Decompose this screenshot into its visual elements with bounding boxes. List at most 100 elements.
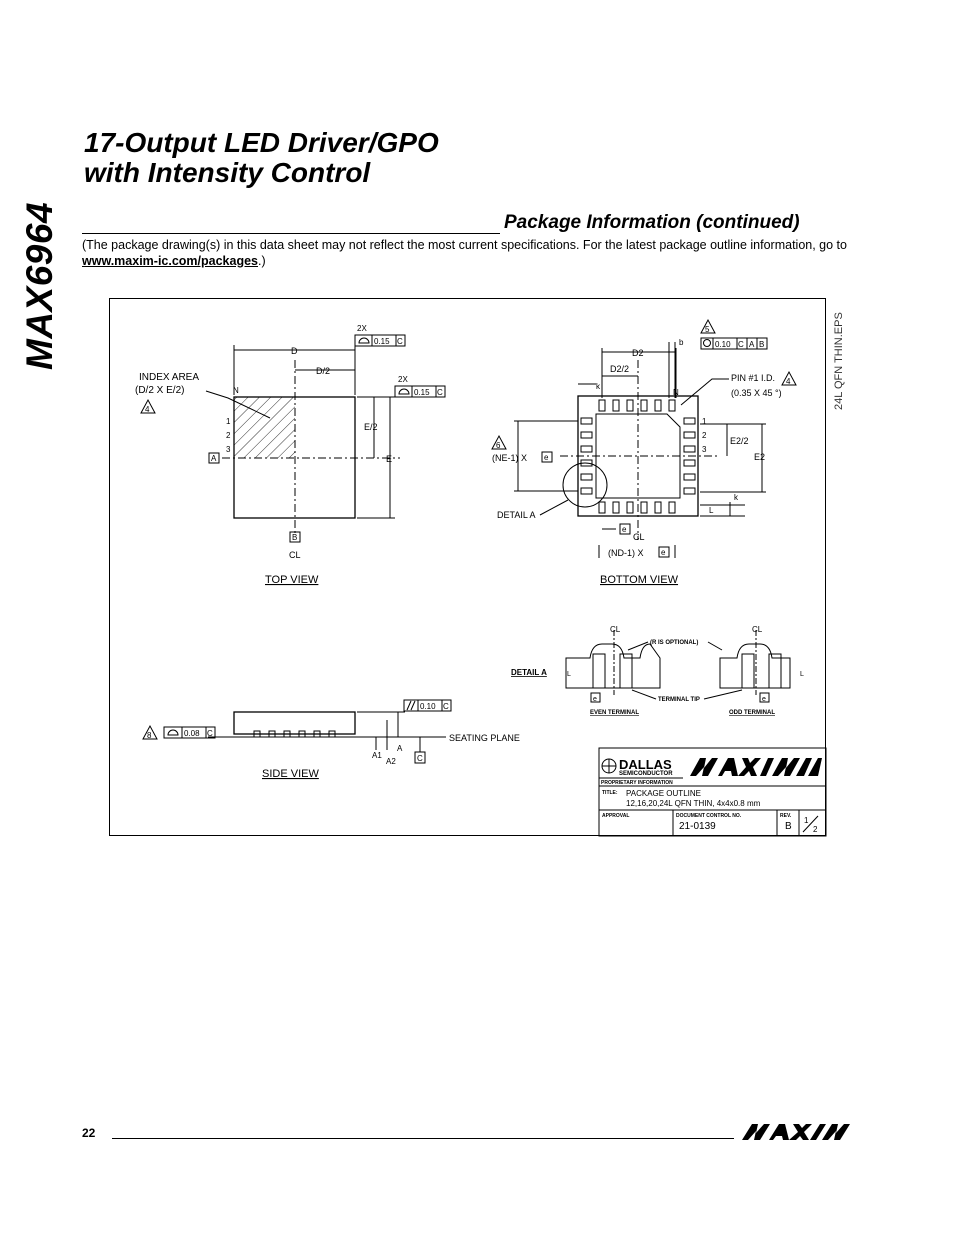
dim-e2-half: E2/2	[730, 436, 749, 446]
tol-2x-right: 2X	[398, 375, 408, 384]
index-area-label-1: INDEX AREA	[139, 372, 199, 383]
exposed-pad	[595, 413, 681, 499]
pads-right	[683, 417, 696, 495]
section-rule	[82, 233, 500, 234]
dim-d2: D/2	[316, 366, 330, 376]
index-area-hatch	[234, 397, 295, 458]
dim-d2-bottom: D2	[632, 348, 644, 358]
title-block-frame	[598, 747, 827, 837]
dim-d2-half: D2/2	[610, 364, 629, 374]
centerline-bottom: CL	[633, 532, 645, 542]
top-view: D D/2 E E/2 2X 0.15 C 2X 0.15 C INDEX AR…	[135, 324, 446, 586]
dim-k-top: k	[596, 382, 601, 391]
datum-a-box	[208, 452, 220, 464]
note-text-before: (The package drawing(s) in this data she…	[82, 238, 847, 252]
note-text-after: .)	[258, 253, 266, 268]
tol-a-bottom: A	[749, 340, 755, 349]
pin-3-top: 3	[226, 445, 231, 454]
dim-e: E	[386, 454, 392, 464]
dim-a: A	[397, 744, 403, 753]
drawing-side-label: 24L QFN THIN.EPS	[833, 312, 845, 410]
side-view-body	[233, 711, 356, 735]
proprietary-label: PROPRIETARY INFORMATION	[601, 780, 673, 786]
maxim-logo-icon	[690, 758, 822, 776]
dim-a1: A1	[372, 751, 382, 760]
sheet-number: 1	[804, 816, 809, 825]
even-terminal-shape	[565, 643, 661, 689]
tol-value-top: 0.15	[374, 337, 390, 346]
datum-b-box	[289, 531, 301, 543]
dim-l-bottom: L	[709, 506, 714, 515]
dim-e-even: e	[593, 696, 597, 703]
tol-c-bottom: C	[738, 340, 744, 349]
tol-value-bottom: 0.10	[715, 340, 731, 349]
tol-c-side-left: C	[207, 729, 213, 738]
dim-e-ne: e	[544, 453, 549, 462]
tol-2x-top: 2X	[357, 324, 367, 333]
company-name-2: SEMICONDUCTOR	[619, 771, 673, 777]
pin-2-bottom: 2	[702, 431, 707, 440]
side-view: 8 0.08 C 0.10 C A A1 A2 C SEATING PLANE …	[142, 699, 520, 780]
doc-label: DOCUMENT CONTROL NO.	[676, 813, 742, 819]
dim-k-right: k	[734, 493, 739, 502]
title-label: TITLE:	[602, 790, 618, 796]
title-line2: 12,16,20,24L QFN THIN, 4x4x0.8 mm	[626, 799, 761, 808]
tol-c-side-right: C	[443, 702, 449, 711]
pin-3-bottom: 3	[702, 445, 707, 454]
note-5: 5	[705, 325, 710, 334]
dim-e-nd: e	[661, 548, 666, 557]
page-number: 22	[82, 1126, 96, 1140]
index-area-label-2: (D/2 X E/2)	[135, 385, 184, 396]
tol-datum-top: C	[397, 337, 403, 346]
odd-terminal-label: ODD TERMINAL	[729, 710, 775, 716]
datum-c: C	[417, 754, 423, 763]
pin-id-label-1: PIN #1 I.D.	[731, 373, 775, 383]
rev-value: B	[785, 821, 792, 832]
dim-e-pitch: e	[622, 525, 627, 534]
approval-label: APPROVAL	[602, 813, 629, 819]
title-line-2: with Intensity Control	[84, 157, 371, 188]
sheet-total: 2	[813, 825, 818, 834]
title-line-1: 17-Output LED Driver/GPO	[84, 127, 439, 158]
detail-a-circle	[562, 462, 608, 508]
tol-010: 0.10	[420, 702, 436, 711]
pin-n-bottom: N	[673, 388, 679, 397]
top-view-caption: TOP VIEW	[265, 574, 319, 586]
r-optional: (R IS OPTIONAL)	[650, 640, 698, 646]
odd-terminal-shape	[719, 643, 791, 689]
detail-a: DETAIL A CL CL (R IS OPTIONAL) TERMINAL …	[511, 625, 804, 716]
terminal-tip: TERMINAL TIP	[658, 697, 700, 703]
company-name: DALLAS	[619, 757, 672, 772]
pin-2-top: 2	[226, 431, 231, 440]
dim-e2: E/2	[364, 422, 378, 432]
rev-label: REV.	[780, 813, 792, 819]
even-terminal-label: EVEN TERMINAL	[590, 710, 639, 716]
note-4-top: 4	[145, 405, 150, 414]
seating-plane: SEATING PLANE	[449, 733, 520, 743]
dim-a2: A2	[386, 757, 396, 766]
detail-a-pointer: DETAIL A	[497, 510, 536, 520]
pin-1-top: 1	[226, 417, 231, 426]
ne-label: (NE-1) X	[492, 453, 527, 463]
centerline-odd: CL	[752, 625, 763, 634]
packages-link[interactable]: www.maxim-ic.com/packages	[82, 253, 259, 268]
side-view-caption: SIDE VIEW	[262, 768, 319, 780]
dim-e2-bottom: E2	[754, 452, 765, 462]
drawing-frame	[109, 298, 826, 836]
tol-008: 0.08	[184, 729, 200, 738]
page-title: 17-Output LED Driver/GPO with Intensity …	[84, 128, 439, 188]
pin-n-top: N	[233, 386, 239, 395]
centerline-even: CL	[610, 625, 621, 634]
nd-label: (ND-1) X	[608, 548, 644, 558]
bottom-view-caption: BOTTOM VIEW	[600, 574, 679, 586]
note-4-triangle-top	[140, 398, 156, 414]
tol-b-bottom: B	[759, 340, 764, 349]
bottom-view: D2 D2/2 b k 5 0.10 C A B PIN #1 I.D. (0.…	[491, 318, 797, 586]
title-line1: PACKAGE OUTLINE	[626, 789, 701, 798]
pads-top	[598, 399, 676, 412]
datum-a: A	[211, 454, 217, 463]
dim-l-even: L	[567, 671, 571, 678]
dim-d: D	[291, 346, 298, 356]
detail-a-label: DETAIL A	[511, 668, 547, 677]
